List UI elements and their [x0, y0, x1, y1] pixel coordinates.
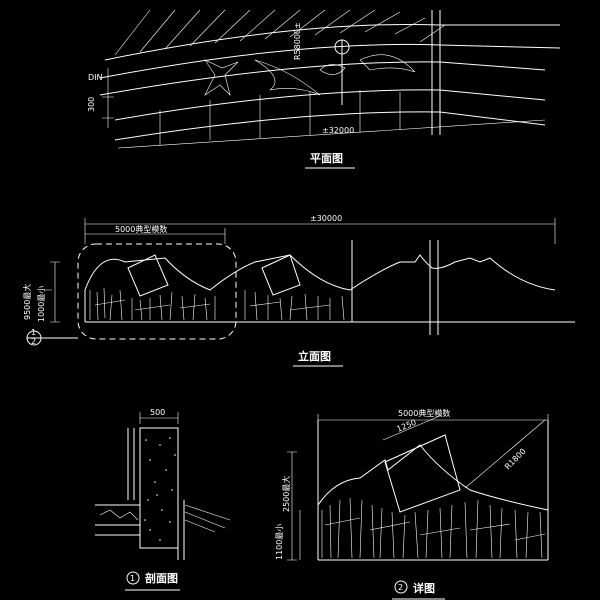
detail-view	[287, 414, 549, 594]
elevation-dim-typical: 5000典型模数	[115, 224, 167, 234]
detail-dim-height-min: 1100最小	[275, 524, 284, 560]
plan-labels: DIN 300 R58000± ±32000 平面图	[87, 22, 355, 169]
section-title: 剖面图	[145, 571, 178, 585]
section-number-circle	[126, 571, 140, 585]
plan-dim-offset: 300	[87, 97, 96, 112]
detail-boundary	[77, 243, 237, 340]
detail-dim-module: 5000典型模数	[398, 408, 450, 418]
section-number: 1	[130, 574, 135, 583]
section-labels: 500 1 剖面图	[125, 408, 180, 591]
detail-number-circle	[394, 580, 408, 594]
plan-title: 平面图	[310, 152, 343, 165]
detail-dim-height-max: 2500最大	[281, 476, 291, 512]
elevation-labels: ±30000 5000典型模数 9500最大 1000最小 1 2 立面图	[22, 214, 343, 367]
plan-dim-radius: R58000±	[293, 22, 302, 60]
elevation-title: 立面图	[298, 349, 331, 363]
section-view	[95, 412, 231, 585]
elevation-dim-total: ±30000	[310, 214, 342, 223]
plan-dim-arc-length: ±32000	[322, 126, 354, 135]
detail-dim-radius: R1800	[503, 447, 528, 472]
elevation-view	[26, 218, 575, 346]
plan-view	[99, 9, 561, 149]
section-wall-fill	[144, 437, 176, 541]
elevation-callout-2: 2	[31, 337, 36, 346]
plan-dim-side: DIN	[88, 73, 103, 82]
section-wall	[139, 427, 179, 549]
section-dim-width: 500	[150, 408, 165, 417]
elevation-callout-1: 1	[31, 328, 36, 337]
detail-title: 详图	[413, 581, 435, 595]
detail-number: 2	[398, 583, 403, 592]
detail-labels: 5000典型模数 1250 R1800 2500最大 1100最小 2 详图	[275, 408, 528, 600]
elevation-dim-height-min: 1000最小	[37, 286, 46, 322]
elevation-dim-height-max: 9500最大	[22, 284, 32, 320]
